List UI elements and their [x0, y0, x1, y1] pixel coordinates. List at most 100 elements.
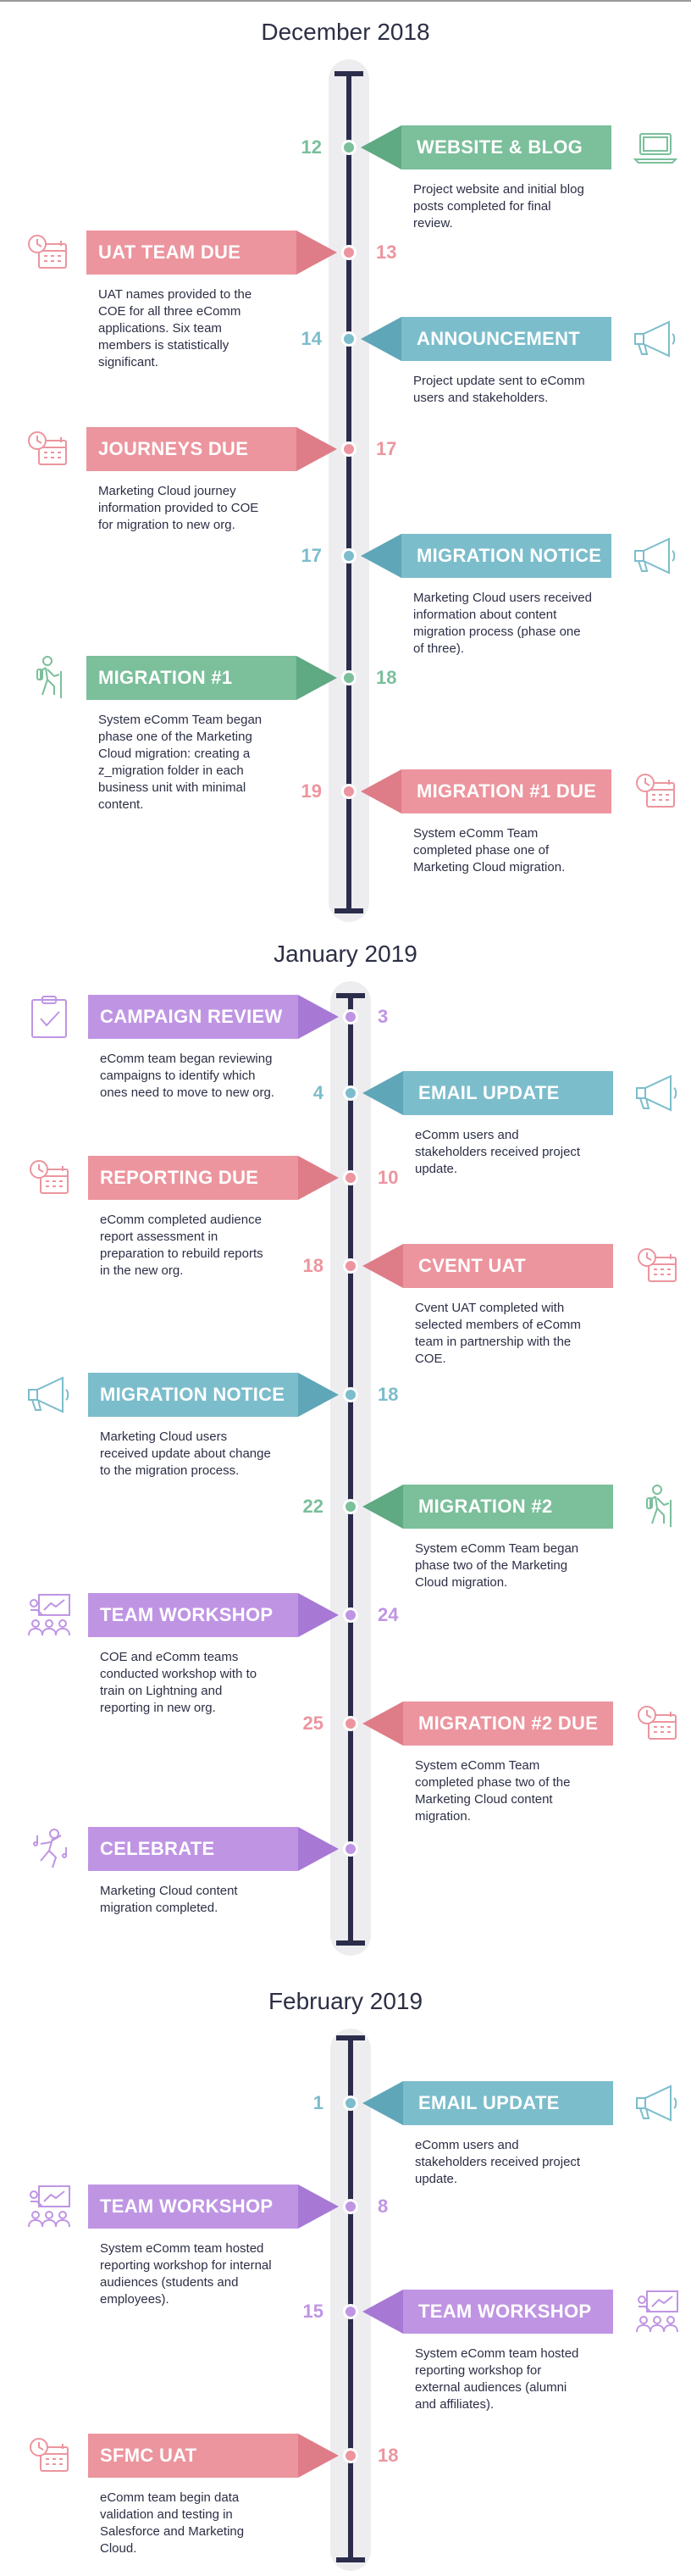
event-description-line: received update about change	[100, 1446, 271, 1461]
event-banner-bar	[401, 534, 611, 578]
event-description-line: Project update sent to eComm	[413, 374, 585, 388]
event-description: Project update sent to eComm users and st…	[413, 373, 608, 407]
event-title: TEAM WORKSHOP	[100, 2196, 274, 2217]
event-banner[interactable]: EMAIL UPDATE	[362, 1071, 613, 1115]
event-description-line: reporting in new org.	[100, 1701, 216, 1715]
event-banner[interactable]: MIGRATION #2	[362, 1485, 613, 1529]
event-banner[interactable]: JOURNEYS DUE	[86, 427, 337, 471]
event-banner-bar	[401, 125, 611, 169]
event-description-line: to the migration process.	[100, 1463, 240, 1478]
event-day: 15	[302, 2301, 323, 2322]
event-banner-arrow	[298, 2185, 339, 2229]
timeline-dot	[343, 2096, 358, 2111]
timeline-dot	[341, 784, 357, 799]
event-day: 1	[312, 2092, 323, 2113]
event-day: 10	[378, 1167, 399, 1188]
event-description-line: and affiliates).	[415, 2397, 495, 2412]
event-banner-arrow	[362, 2081, 403, 2125]
event-day: 17	[301, 545, 322, 566]
event-banner[interactable]: CAMPAIGN REVIEW	[88, 995, 339, 1039]
event-title: TEAM WORKSHOP	[100, 1604, 274, 1625]
event-banner[interactable]: TEAM WORKSHOP	[88, 2185, 339, 2229]
event-banner[interactable]: CVENT UAT	[362, 1244, 613, 1288]
event-description-line: members is statistically	[98, 338, 229, 353]
event-banner[interactable]: ANNOUNCEMENT	[361, 317, 611, 361]
event-day: 3	[378, 1006, 389, 1027]
event-day: 18	[378, 2445, 399, 2466]
event-banner-bar	[403, 1485, 613, 1529]
event-day: 17	[376, 438, 397, 459]
event-banner-bar	[403, 1702, 613, 1746]
megaphone-icon	[633, 1069, 681, 1117]
event-description-line: information provided to COE	[98, 501, 259, 515]
event-description-line: z_migration folder in each	[98, 763, 244, 778]
megaphone-icon	[25, 1371, 73, 1418]
event-banner-bar	[401, 769, 611, 813]
event-banner-arrow	[361, 534, 401, 578]
hiker-icon	[24, 654, 71, 702]
laptop-icon	[632, 124, 679, 171]
event-banner-bar	[88, 2434, 298, 2478]
timeline-dot	[341, 331, 357, 347]
event-title: WEBSITE & BLOG	[417, 136, 583, 158]
event-description-line: phase two of the Marketing	[415, 1558, 568, 1573]
event-banner[interactable]: WEBSITE & BLOG	[361, 125, 611, 169]
event-description-line: Cvent UAT completed with	[415, 1301, 565, 1315]
presentation-icon	[633, 2288, 681, 2335]
event-title: UAT TEAM DUE	[98, 242, 241, 263]
event-title: MIGRATION #2 DUE	[418, 1713, 599, 1734]
event-banner[interactable]: UAT TEAM DUE	[86, 230, 337, 275]
event-description-line: ones need to move to new org.	[100, 1085, 274, 1100]
event-banner[interactable]: MIGRATION #1	[86, 656, 337, 700]
timeline-cap-bottom	[334, 908, 363, 913]
event-banner[interactable]: TEAM WORKSHOP	[88, 1593, 339, 1637]
event-banner[interactable]: SFMC UAT	[88, 2434, 339, 2478]
event-title: EMAIL UPDATE	[418, 2092, 560, 2113]
event-title: MIGRATION #1	[98, 667, 233, 688]
event-description-line: System eComm team hosted	[415, 2346, 579, 2361]
event-day: 25	[302, 1713, 323, 1734]
calendar-clock-icon	[24, 229, 71, 276]
timeline-dot	[341, 670, 357, 686]
event-description-line: migration process (phase one	[413, 625, 581, 639]
event-description-line: report assessment in	[100, 1230, 218, 1244]
event-banner-arrow	[298, 1593, 339, 1637]
event-description-line: update.	[415, 1162, 458, 1176]
event-banner[interactable]: MIGRATION #1 DUE	[361, 769, 611, 813]
event-banner[interactable]: MIGRATION #2 DUE	[362, 1702, 613, 1746]
event-day: 18	[376, 667, 397, 688]
event-description-line: users and stakeholders.	[413, 391, 549, 405]
megaphone-icon	[633, 2079, 681, 2127]
event-banner[interactable]: EMAIL UPDATE	[362, 2081, 613, 2125]
megaphone-icon	[632, 315, 679, 363]
event-banner[interactable]: MIGRATION NOTICE	[88, 1373, 339, 1417]
event-day: 18	[378, 1384, 399, 1405]
event-description-line: COE for all three eComm	[98, 304, 241, 319]
event-description-line: stakeholders received project	[415, 1145, 581, 1159]
event-description-line: validation and testing in	[100, 2507, 233, 2522]
event-description-line: Marketing Cloud content	[100, 1884, 238, 1898]
event-title: MIGRATION NOTICE	[417, 545, 602, 566]
event-banner[interactable]: MIGRATION NOTICE	[361, 534, 611, 578]
event-banner-bar	[403, 2290, 613, 2334]
event-banner[interactable]: CELEBRATE	[88, 1827, 339, 1871]
event-banner-arrow	[362, 1244, 403, 1288]
event-banner-bar	[88, 1827, 298, 1871]
event-banner[interactable]: TEAM WORKSHOP	[362, 2290, 613, 2334]
event-description-line: Marketing Cloud migration.	[413, 860, 566, 874]
timeline-dot	[343, 1716, 358, 1731]
presentation-icon	[25, 2183, 73, 2230]
event-banner[interactable]: REPORTING DUE	[88, 1156, 339, 1200]
event-description-line: stakeholders received project	[415, 2155, 581, 2169]
event-description-line: COE.	[415, 1352, 446, 1366]
event-description-line: eComm team began reviewing	[100, 1052, 273, 1066]
timeline-cap-top	[336, 993, 365, 998]
